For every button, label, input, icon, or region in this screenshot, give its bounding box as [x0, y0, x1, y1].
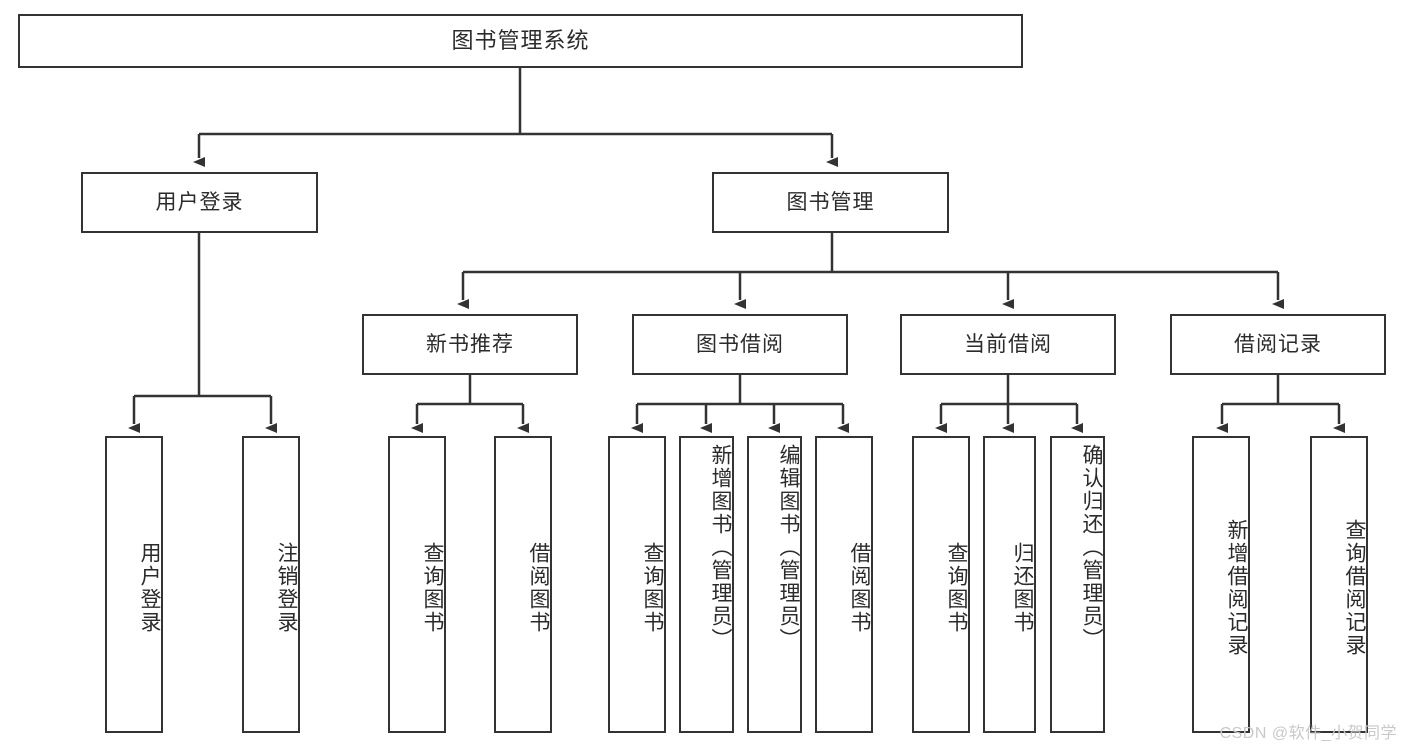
- leaf-borrow-query-book[interactable]: 查询图书: [608, 436, 666, 733]
- node-label: 新增借阅记录: [1225, 518, 1248, 657]
- node-label: 查询图书: [945, 541, 968, 634]
- leaf-borrow-edit-book-admin[interactable]: 编辑图书（管理员）: [747, 436, 802, 733]
- node-label: 用户登录: [155, 190, 244, 214]
- node-label: 编辑图书（管理员）: [777, 444, 800, 651]
- node-label: 借阅图书: [848, 541, 871, 634]
- leaf-record-query-record[interactable]: 查询借阅记录: [1310, 436, 1368, 733]
- leaf-recommend-query-book[interactable]: 查询图书: [388, 436, 446, 733]
- node-book-management[interactable]: 图书管理: [712, 172, 949, 233]
- node-label: 图书管理系统: [451, 27, 590, 53]
- leaf-current-confirm-return-admin[interactable]: 确认归还（管理员）: [1050, 436, 1105, 733]
- node-root-system[interactable]: 图书管理系统: [18, 14, 1023, 68]
- leaf-borrow-borrow-book[interactable]: 借阅图书: [815, 436, 873, 733]
- node-new-book-recommend[interactable]: 新书推荐: [362, 314, 578, 375]
- node-book-borrow[interactable]: 图书借阅: [632, 314, 848, 375]
- leaf-recommend-borrow-book[interactable]: 借阅图书: [494, 436, 552, 733]
- node-label: 图书管理: [786, 190, 875, 214]
- node-label: 借阅图书: [527, 541, 550, 634]
- leaf-record-add-record[interactable]: 新增借阅记录: [1192, 436, 1250, 733]
- leaf-current-return-book[interactable]: 归还图书: [983, 436, 1036, 733]
- node-label: 新书推荐: [426, 332, 514, 356]
- node-label: 借阅记录: [1234, 332, 1322, 356]
- node-label: 新增图书（管理员）: [709, 444, 732, 651]
- leaf-user-login-login[interactable]: 用户登录: [105, 436, 163, 733]
- node-label: 查询借阅记录: [1343, 518, 1366, 657]
- leaf-user-login-logout[interactable]: 注销登录: [242, 436, 300, 733]
- node-label: 当前借阅: [964, 332, 1052, 356]
- node-label: 用户登录: [138, 541, 161, 634]
- node-label: 归还图书: [1011, 541, 1034, 634]
- node-label: 确认归还（管理员）: [1080, 444, 1103, 651]
- leaf-current-query-book[interactable]: 查询图书: [912, 436, 970, 733]
- watermark: CSDN @软件_小贺同学: [1219, 725, 1397, 742]
- node-label: 查询图书: [421, 541, 444, 634]
- node-label: 图书借阅: [696, 332, 784, 356]
- leaf-borrow-add-book-admin[interactable]: 新增图书（管理员）: [679, 436, 734, 733]
- node-borrow-record[interactable]: 借阅记录: [1170, 314, 1386, 375]
- node-current-borrow[interactable]: 当前借阅: [900, 314, 1116, 375]
- node-user-login[interactable]: 用户登录: [81, 172, 318, 233]
- node-label: 注销登录: [275, 541, 298, 634]
- node-label: 查询图书: [641, 541, 664, 634]
